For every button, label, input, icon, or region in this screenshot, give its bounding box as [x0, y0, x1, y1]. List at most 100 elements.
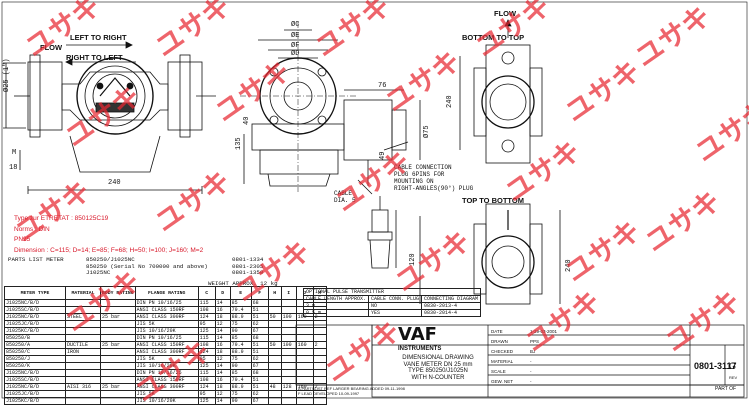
- revision-rows: A PARTSLIST REF LARGER BEARING ADDED 09-…: [298, 386, 405, 396]
- table-cell: [267, 376, 282, 384]
- table-cell: [295, 362, 314, 370]
- table-cell: [280, 376, 297, 384]
- spec-header: I: [280, 286, 297, 300]
- table-cell: 75: [229, 355, 252, 363]
- table-cell: 67: [250, 327, 269, 335]
- table-cell: 124: [197, 383, 216, 391]
- pulse-head: [343, 89, 421, 195]
- table-cell: 128: [280, 383, 297, 391]
- table-cell: 14: [214, 369, 231, 377]
- table-cell: 14: [214, 299, 231, 307]
- table-cell: 14: [214, 362, 231, 370]
- table-cell: 51: [250, 376, 269, 384]
- dim-240-a: 240: [446, 95, 454, 108]
- pulse-cell: 0.5 m: [302, 309, 370, 317]
- table-cell: 16: [214, 341, 231, 349]
- table-cell: [295, 348, 314, 356]
- table-cell: 125: [197, 397, 216, 405]
- table-cell: [295, 369, 314, 377]
- table-cell: [295, 320, 314, 328]
- pulse-cell: 0830-2013-4: [421, 302, 482, 310]
- table-cell: [295, 397, 314, 405]
- table-cell: [267, 397, 282, 405]
- table-cell: 68: [250, 334, 269, 342]
- table-cell: [65, 369, 101, 377]
- pulse-cell: 3 m: [302, 302, 370, 310]
- table-cell: [312, 334, 327, 342]
- table-cell: 850250/K: [4, 362, 66, 370]
- dim-d75: Ø75: [423, 125, 431, 138]
- vaf-logo: VAF: [398, 324, 437, 345]
- table-cell: 62: [250, 390, 269, 398]
- dim-m: M: [12, 149, 17, 157]
- red-notes: Type zur ETRETAT : 850125C19 Norms : DIN…: [14, 214, 203, 256]
- dim-f: ØF: [291, 42, 300, 50]
- table-cell: [100, 334, 136, 342]
- top-view-bottom-to-top: [459, 19, 543, 164]
- flow-arrows: [65, 41, 136, 66]
- table-cell: [267, 369, 282, 377]
- table-cell: [295, 376, 314, 384]
- table-cell: [280, 327, 297, 335]
- table-cell: 62: [250, 320, 269, 328]
- table-cell: 51: [250, 348, 269, 356]
- table-cell: 95: [197, 390, 216, 398]
- table-cell: 12: [214, 390, 231, 398]
- table-cell: 88.9: [229, 348, 252, 356]
- table-cell: [280, 348, 297, 356]
- table-cell: [280, 306, 297, 314]
- table-cell: [267, 362, 282, 370]
- table-cell: [65, 376, 101, 384]
- cable-plug: [367, 196, 397, 269]
- table-cell: [312, 327, 327, 335]
- note-norms: Norms : DIN: [14, 225, 50, 233]
- table-cell: DUCTILE: [65, 341, 101, 349]
- pulse-header-diagram: CONNECTING DIAGRAM: [421, 295, 482, 303]
- rev-label: REV: [729, 375, 738, 380]
- parts-list-types: 850250/J1025NC 850250 (Serial No 700000 …: [86, 256, 208, 276]
- table-cell: 850250/A: [4, 341, 66, 349]
- table-cell: 90: [229, 327, 252, 335]
- table-cell: [65, 390, 101, 398]
- note-dimension: Dimension : C=115; D=14; E=85; F=68; H=5…: [14, 246, 204, 254]
- dim-c: ØC: [291, 21, 300, 29]
- flow-label: FLOW: [40, 43, 63, 52]
- table-cell: [280, 369, 297, 377]
- parts-list-numbers: 0801-1334 0801-2305 0801-1350: [232, 256, 264, 276]
- table-cell: [65, 355, 101, 363]
- weight-label: WEIGHT APPROX. 12 kg: [208, 280, 278, 287]
- table-cell: 67: [250, 397, 269, 405]
- table-cell: 79.4: [229, 376, 252, 384]
- table-cell: ANSI CLASS 300RF: [134, 313, 199, 321]
- table-cell: 160: [295, 341, 314, 349]
- pulse-title: OPTIONAL PULSE TRANSMITTER: [302, 288, 482, 296]
- spec-header: C: [197, 286, 216, 300]
- table-cell: [267, 306, 282, 314]
- table-cell: [280, 355, 297, 363]
- table-cell: 14: [214, 327, 231, 335]
- pulse-cell: NO: [368, 302, 423, 310]
- table-cell: 90: [229, 362, 252, 370]
- pulse-cell: 0830-2014-4: [421, 309, 482, 317]
- dim-d25: Ø25 (1"): [3, 58, 11, 92]
- table-cell: [267, 299, 282, 307]
- table-cell: 125: [197, 327, 216, 335]
- table-cell: [100, 362, 136, 370]
- table-cell: 2: [312, 341, 327, 349]
- table-cell: [267, 348, 282, 356]
- right-flow-label: FLOW: [494, 9, 517, 18]
- table-cell: 12: [214, 320, 231, 328]
- note-pn: PN25: [14, 236, 31, 243]
- table-cell: [295, 355, 314, 363]
- part-of-label: PART OF: [715, 386, 737, 392]
- table-cell: [295, 327, 314, 335]
